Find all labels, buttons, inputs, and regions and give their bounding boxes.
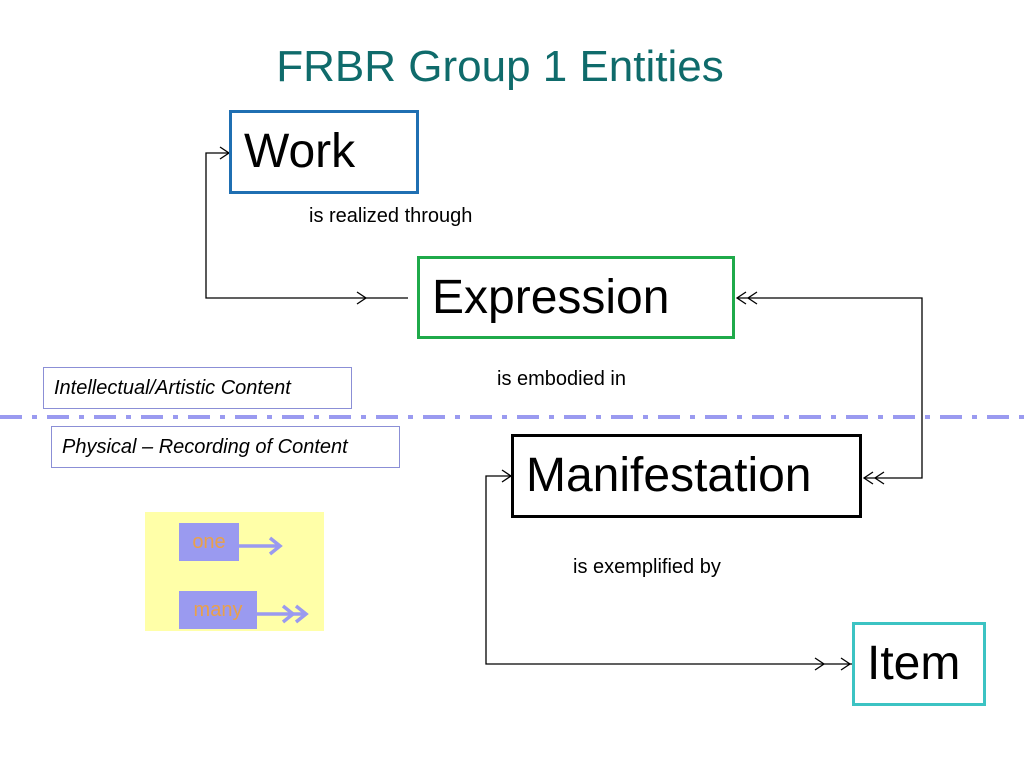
relationship-embodied-label: is embodied in: [497, 368, 626, 390]
legend: one many: [145, 512, 324, 631]
manifestation-many-arrowhead-1: [862, 471, 874, 485]
item-many-arrowhead-1: [814, 657, 826, 671]
region-physical-label: Physical – Recording of Content: [51, 426, 400, 468]
legend-many-arrowhead-2: [294, 604, 309, 624]
region-intellectual-text: Intellectual/Artistic Content: [54, 376, 291, 399]
manifestation-many-arrowhead-2: [873, 471, 885, 485]
legend-one-label: one: [179, 523, 239, 561]
legend-arrows: [239, 536, 309, 624]
entity-item-label: Item: [867, 637, 961, 690]
entity-expression-label: Expression: [432, 270, 670, 324]
entity-manifestation-label: Manifestation: [526, 449, 812, 502]
expression-many-arrowhead-2: [746, 291, 758, 305]
legend-one-arrowhead: [268, 536, 283, 556]
slide-title: FRBR Group 1 Entities: [276, 42, 724, 91]
item-many-arrowhead-2: [840, 657, 852, 671]
legend-many-label: many: [179, 591, 257, 629]
region-intellectual-label: Intellectual/Artistic Content: [43, 367, 352, 409]
expression-one-arrowhead: [356, 291, 368, 305]
entity-work: Work: [229, 110, 419, 194]
expression-many-arrowhead-1: [735, 291, 747, 305]
manifestation-end-arrowhead: [501, 469, 513, 483]
entity-work-label: Work: [244, 125, 356, 178]
region-physical-text: Physical – Recording of Content: [62, 435, 348, 458]
relationship-realized-label: is realized through: [309, 205, 473, 227]
entity-item: Item: [852, 622, 986, 706]
relationship-exemplified-label: is exemplified by: [573, 556, 721, 578]
entity-manifestation: Manifestation: [511, 434, 862, 518]
legend-many-arrowhead-1: [281, 604, 296, 624]
entity-expression: Expression: [417, 256, 735, 339]
work-end-arrowhead: [219, 146, 231, 160]
